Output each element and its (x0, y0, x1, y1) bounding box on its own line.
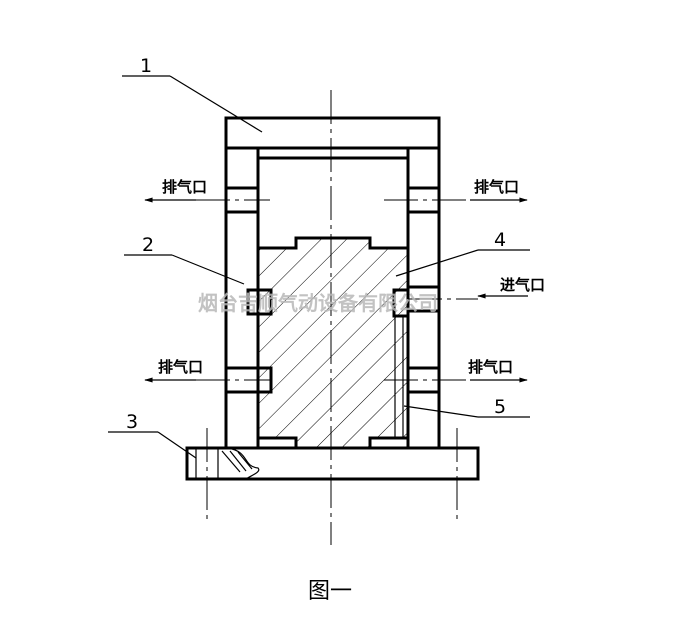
label-part-5: 5 (494, 396, 506, 418)
port-exhaust-lower-left: 排气口 (158, 358, 203, 376)
port-inlet-right: 进气口 (500, 276, 545, 294)
piston-left-upper-key (246, 288, 273, 316)
upper-ports (226, 186, 439, 214)
port-exhaust-upper-right: 排气口 (474, 178, 519, 196)
label-part-2: 2 (142, 234, 154, 256)
leader-lines (108, 75, 530, 459)
inlet-port (408, 285, 439, 313)
guide-slot (394, 316, 404, 438)
figure-caption: 图一 (308, 579, 352, 604)
top-cap (224, 116, 441, 150)
lower-ports (226, 366, 439, 394)
port-flow-lines (144, 197, 528, 383)
port-exhaust-upper-left: 排气口 (162, 178, 207, 196)
base-section-break (195, 447, 260, 480)
label-part-3: 3 (126, 411, 138, 433)
piston (256, 236, 410, 450)
base-plate (185, 446, 480, 481)
company-watermark: 烟台吉顺气动设备有限公司 (198, 291, 438, 315)
label-part-1: 1 (140, 55, 152, 77)
piston-right-key (392, 288, 410, 318)
label-part-4: 4 (494, 229, 506, 251)
port-exhaust-lower-right: 排气口 (468, 358, 513, 376)
